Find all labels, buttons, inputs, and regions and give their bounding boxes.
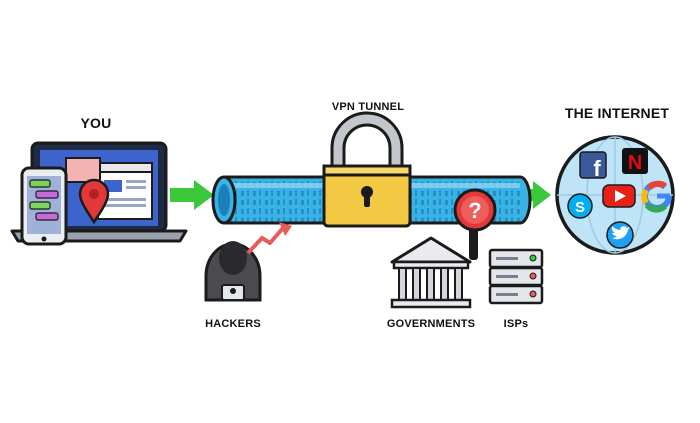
smartphone-icon <box>20 166 68 246</box>
hacker-attack-arrow-icon <box>246 222 292 255</box>
svg-text:?: ? <box>468 198 481 223</box>
skype-icon: S <box>567 193 593 219</box>
isps-label: ISPs <box>503 318 529 330</box>
twitter-icon <box>606 221 634 249</box>
server-rack-icon <box>488 248 544 305</box>
padlock-icon <box>322 111 412 228</box>
hacker-icon <box>204 241 262 302</box>
svg-text:f: f <box>593 156 601 181</box>
facebook-icon: f <box>579 151 607 181</box>
the-internet-label: THE INTERNET <box>564 105 670 121</box>
hackers-label: HACKERS <box>205 318 261 330</box>
you-label: YOU <box>80 115 112 131</box>
youtube-icon <box>602 184 636 208</box>
google-icon <box>641 180 672 213</box>
svg-text:S: S <box>575 199 585 216</box>
arrow-to-internet-icon <box>519 181 551 209</box>
government-building-icon <box>390 236 472 309</box>
svg-text:N: N <box>628 152 642 174</box>
location-pin-icon <box>78 178 110 225</box>
arrow-to-tunnel-icon <box>170 180 214 210</box>
magnifying-glass-icon: ? <box>453 188 497 260</box>
vpn-tunnel-label: VPN TUNNEL <box>331 101 405 113</box>
netflix-icon: N <box>622 148 648 174</box>
governments-label: GOVERNMENTS <box>386 318 476 330</box>
